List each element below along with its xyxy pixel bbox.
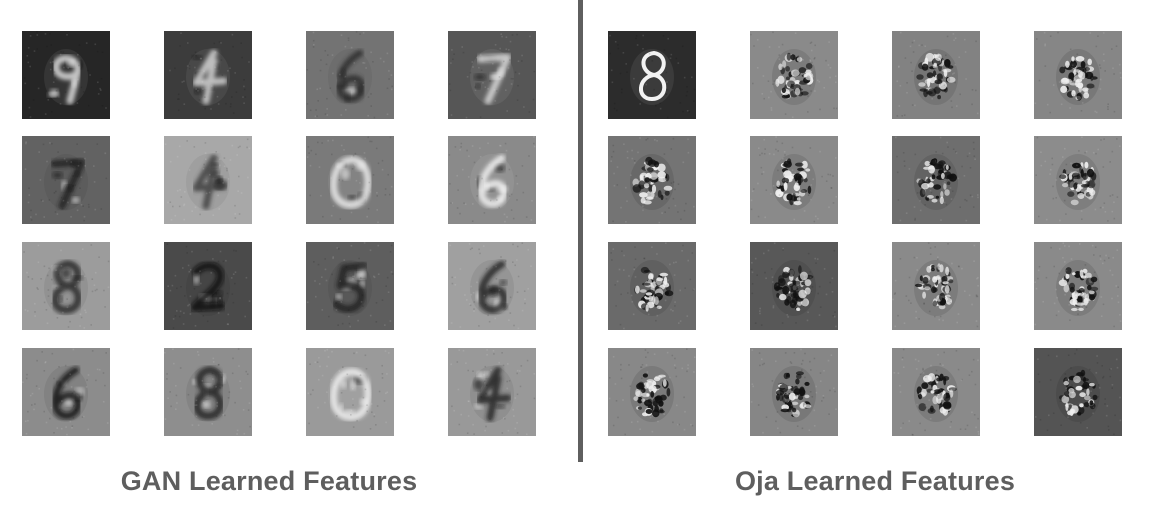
oja-feature-tile: [608, 348, 696, 436]
gan-features-panel: GAN Learned Features: [0, 0, 578, 516]
oja-panel-caption: Oja Learned Features: [734, 466, 1016, 496]
oja-feature-tile: [1034, 242, 1122, 330]
oja-features-panel: Oja Learned Features: [586, 0, 1164, 516]
oja-feature-tile: [750, 348, 838, 436]
oja-feature-tile: [608, 31, 696, 119]
gan-feature-tile: [164, 31, 252, 119]
oja-feature-tile: [892, 136, 980, 224]
gan-feature-grid: [0, 0, 578, 460]
oja-feature-tile: [892, 348, 980, 436]
gan-feature-tile: [306, 31, 394, 119]
gan-feature-tile: [306, 242, 394, 330]
gan-feature-tile: [448, 242, 536, 330]
oja-feature-tile: [1034, 348, 1122, 436]
gan-feature-tile: [448, 31, 536, 119]
oja-feature-grid: [586, 0, 1164, 460]
oja-feature-tile: [892, 242, 980, 330]
oja-feature-tile: [608, 136, 696, 224]
gan-feature-tile: [164, 242, 252, 330]
gan-feature-tile: [306, 136, 394, 224]
gan-feature-tile: [22, 136, 110, 224]
panel-divider: [578, 0, 583, 462]
oja-feature-tile: [1034, 31, 1122, 119]
oja-feature-tile: [1034, 136, 1122, 224]
gan-feature-tile: [164, 136, 252, 224]
oja-feature-tile: [892, 31, 980, 119]
gan-panel-caption: GAN Learned Features: [120, 466, 418, 496]
oja-feature-tile: [750, 136, 838, 224]
gan-feature-tile: [164, 348, 252, 436]
gan-feature-tile: [306, 348, 394, 436]
gan-feature-tile: [448, 348, 536, 436]
gan-feature-tile: [448, 136, 536, 224]
gan-feature-tile: [22, 31, 110, 119]
gan-feature-tile: [22, 242, 110, 330]
oja-feature-tile: [750, 31, 838, 119]
oja-feature-tile: [608, 242, 696, 330]
oja-feature-tile: [750, 242, 838, 330]
gan-feature-tile: [22, 348, 110, 436]
